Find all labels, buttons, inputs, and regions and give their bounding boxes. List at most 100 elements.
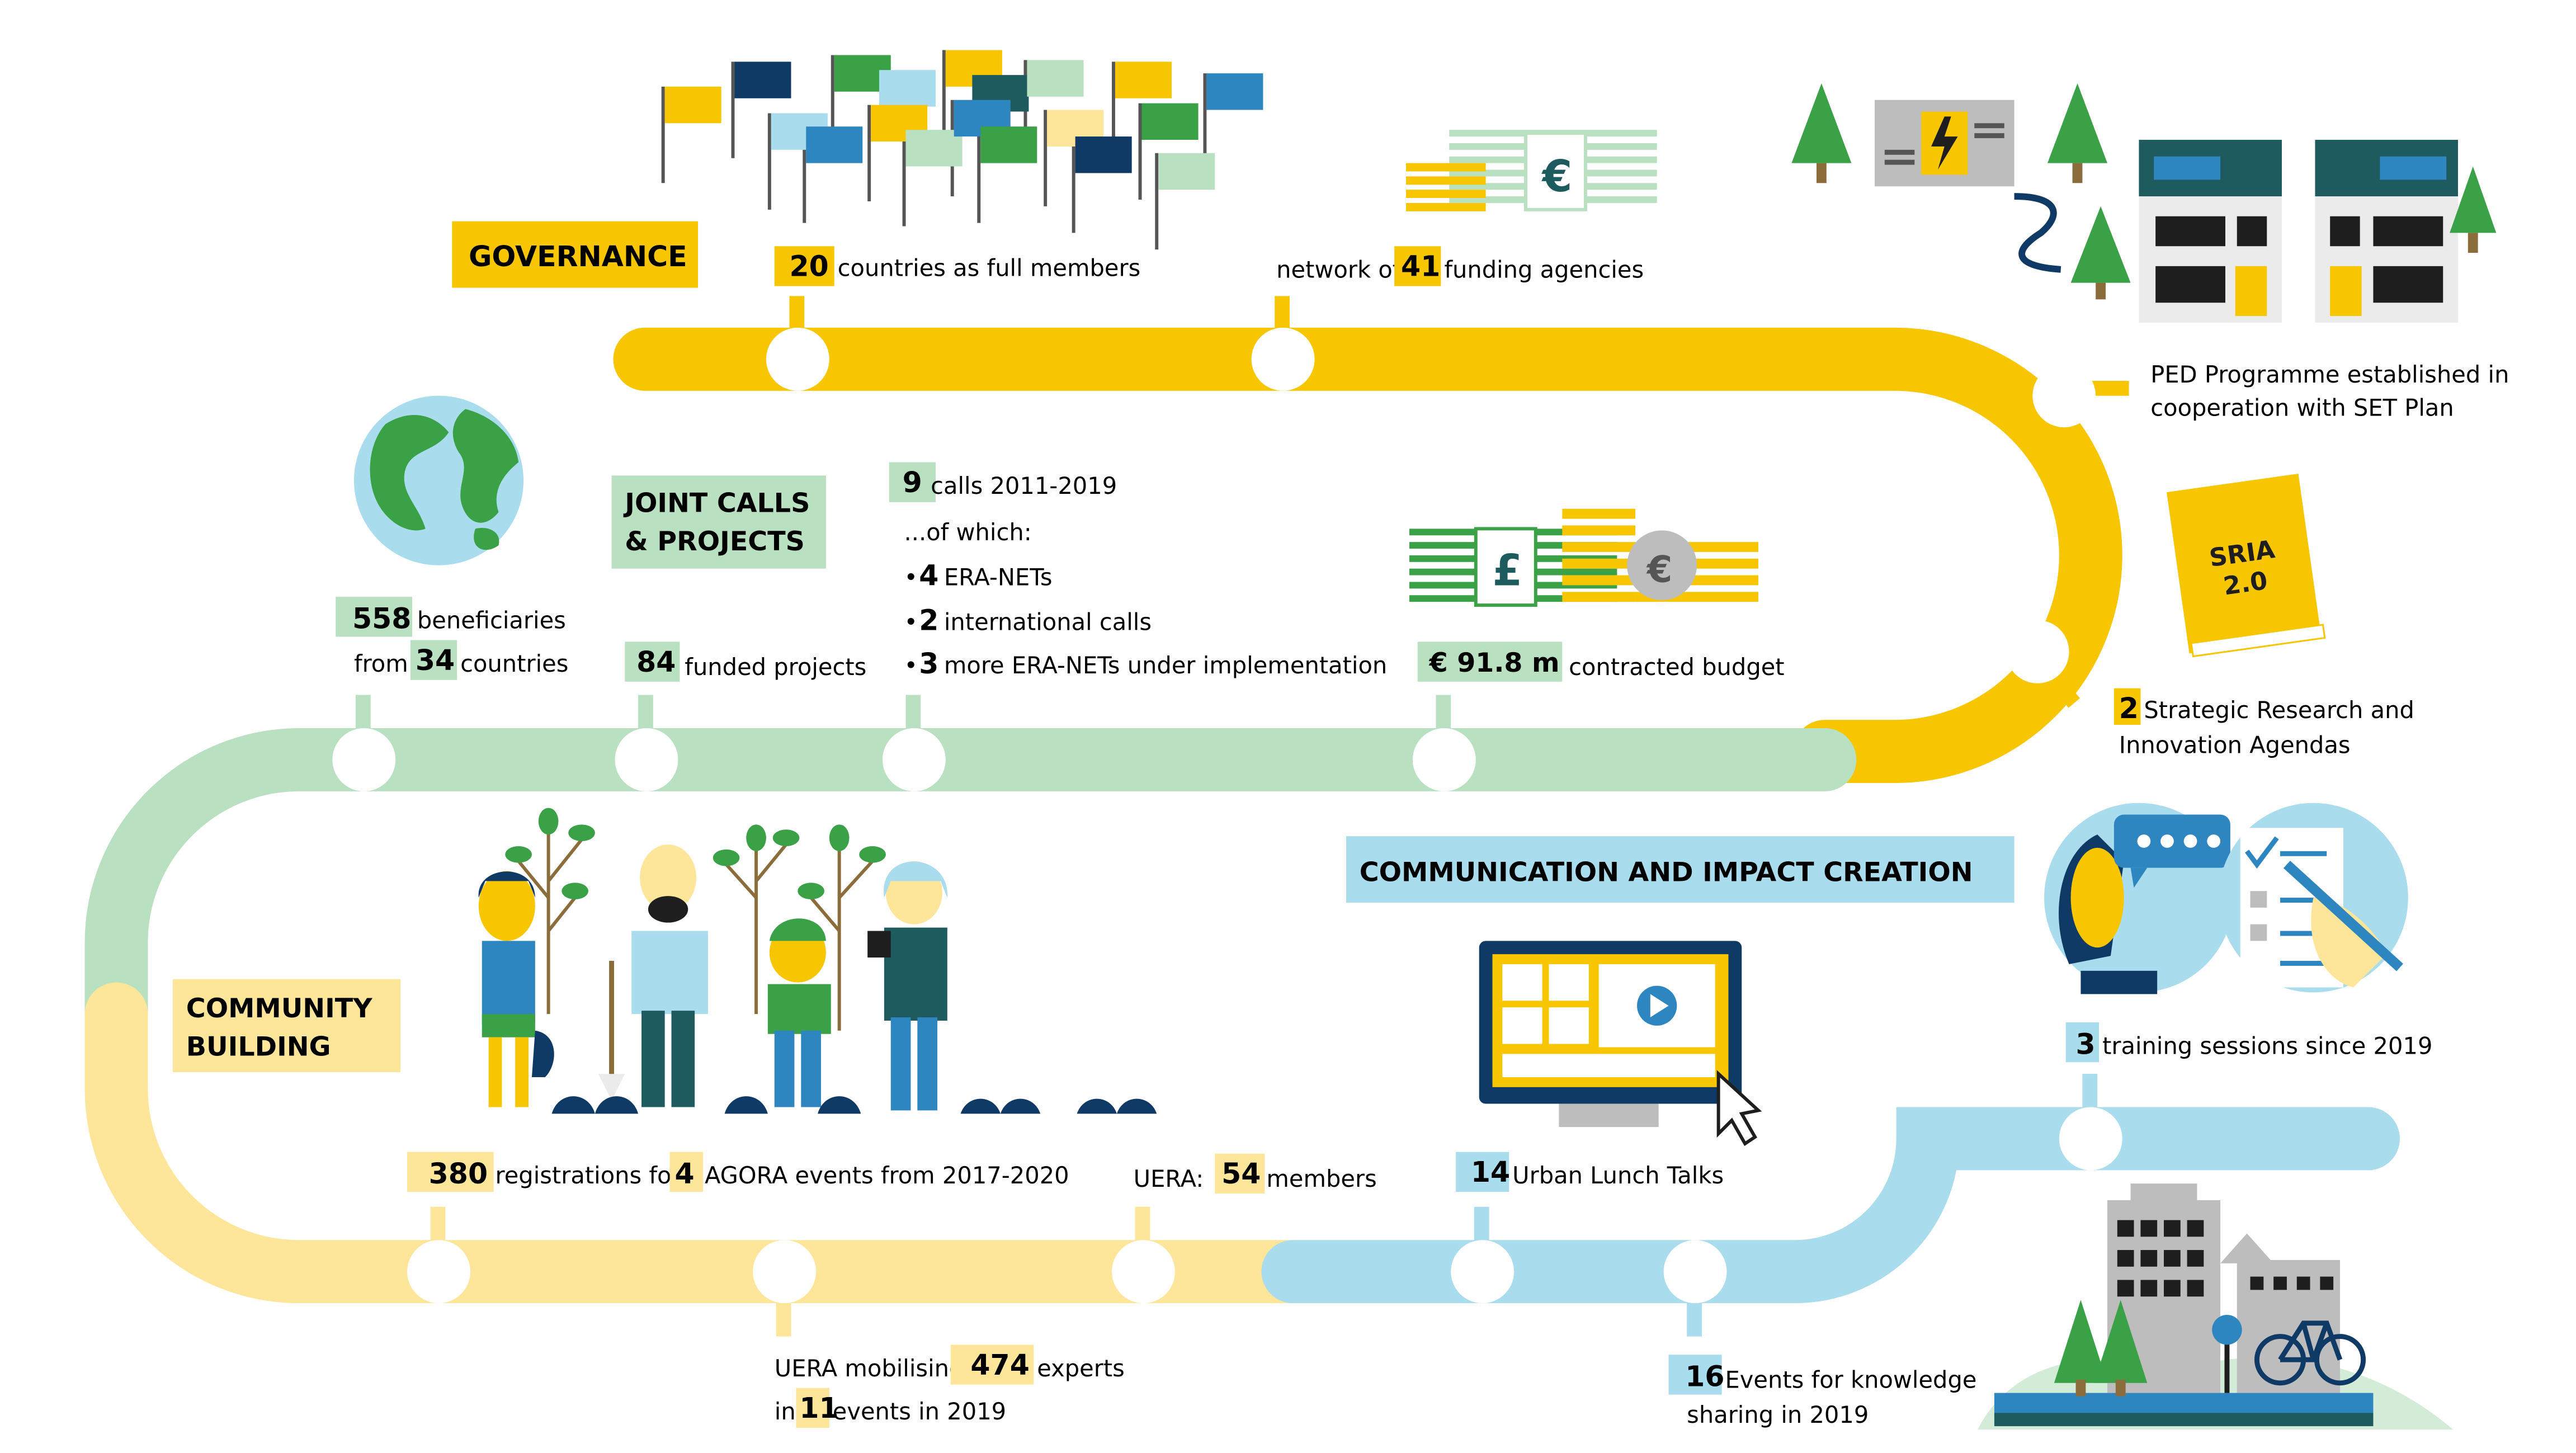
node-knowledge	[1663, 1240, 1727, 1304]
node-sria	[2006, 620, 2069, 683]
road-governance	[613, 327, 2122, 784]
section-title-community: COMMUNITY BUILDING	[173, 979, 401, 1073]
monitor-video-icon	[1479, 941, 1762, 1147]
svg-text:€: €	[1646, 548, 1672, 591]
node-uera	[1112, 1240, 1175, 1304]
svg-text:•: •	[904, 563, 918, 591]
sria-book-icon: SRIA 2.0	[2167, 474, 2326, 658]
node-stem	[638, 695, 653, 735]
node-stem	[1687, 1296, 1702, 1337]
node-stem	[776, 1296, 791, 1337]
node-training	[2059, 1107, 2122, 1171]
node-mobilising	[753, 1240, 817, 1304]
timeline-road	[84, 327, 2400, 1304]
node-budget	[1412, 728, 1476, 791]
houses-icon	[1874, 100, 2459, 323]
stat-budget-num: € 91.8 m	[1429, 648, 1560, 678]
flags-icon	[661, 50, 1263, 250]
stat-mob-events-num: 11	[799, 1391, 838, 1424]
speech-bubble-icon	[2044, 803, 2234, 994]
stat-bullet1-text: ERA-NETs	[944, 563, 1053, 591]
stat-benef-countries-num: 34	[416, 644, 455, 677]
stat-lunch-text: Urban Lunch Talks	[1512, 1162, 1724, 1189]
section-title-joint-calls: JOINT CALLS & PROJECTS	[611, 475, 826, 569]
stat-budget-text: contracted budget	[1569, 653, 1784, 681]
svg-text:2.0: 2.0	[2221, 566, 2269, 601]
solar-panel-icon	[2154, 156, 2447, 180]
stat-countries-num: 20	[790, 250, 829, 283]
stat-reg-num: 380	[429, 1157, 488, 1190]
stat-agencies-num: 41	[1401, 250, 1440, 283]
stat-know-num: 16	[1685, 1360, 1724, 1393]
svg-text:JOINT CALLS: JOINT CALLS	[623, 488, 810, 519]
node-stem	[430, 1206, 446, 1247]
stat-reg-text: registrations for	[496, 1162, 682, 1189]
svg-text:GOVERNANCE: GOVERNANCE	[469, 240, 687, 273]
pound-symbol: £	[1493, 545, 1523, 596]
stat-lunch-num: 14	[1471, 1155, 1510, 1188]
stat-countries-text: countries as full members	[838, 254, 1141, 282]
road-joint-calls	[84, 728, 1857, 1046]
stat-ped-line1: PED Programme established in	[2150, 361, 2509, 388]
node-stem	[355, 695, 371, 735]
node-stem	[905, 695, 921, 735]
stat-bullet2-num: 2	[919, 604, 938, 637]
globe-icon	[353, 395, 524, 565]
stat-sria-num: 2	[2119, 692, 2139, 725]
tree-icon	[1791, 83, 2497, 300]
node-beneficiaries	[332, 728, 396, 791]
road-communication	[1261, 1107, 2400, 1304]
stat-benef-from: from	[354, 650, 408, 677]
stat-know-line1: Events for knowledge	[1725, 1366, 1977, 1394]
stat-benef-text: beneficiaries	[417, 607, 566, 634]
node-ped	[2032, 364, 2096, 428]
stat-benef-num: 558	[352, 602, 411, 635]
timeline-nodes	[332, 296, 2129, 1337]
section-title-governance: GOVERNANCE	[452, 221, 699, 288]
stat-reg-events-text: AGORA events from 2017-2020	[705, 1162, 1069, 1189]
section-title-communication: COMMUNICATION AND IMPACT CREATION	[1346, 836, 2014, 903]
stat-uera-num: 54	[1221, 1157, 1261, 1190]
node-countries	[766, 327, 829, 391]
stat-training-text: training sessions since 2019	[2102, 1032, 2432, 1059]
stat-know-line2: sharing in 2019	[1687, 1401, 1869, 1428]
stat-projects-num: 84	[636, 645, 676, 678]
euro-symbol: €	[1541, 152, 1573, 202]
svg-text:COMMUNICATION AND IMPACT CREAT: COMMUNICATION AND IMPACT CREATION	[1360, 857, 1973, 888]
city-icon	[1978, 1183, 2454, 1430]
road-community	[84, 982, 1325, 1304]
stat-uera-text: members	[1266, 1165, 1376, 1192]
money-stack-icon: €	[1405, 130, 1657, 211]
stat-training-num: 3	[2076, 1027, 2096, 1060]
stat-projects-text: funded projects	[685, 653, 866, 681]
node-lunch	[1451, 1240, 1515, 1304]
node-calls	[882, 728, 946, 791]
stat-agencies-text: funding agencies	[1444, 256, 1644, 284]
node-stem	[1135, 1206, 1150, 1247]
stat-sria-line2: Innovation Agendas	[2119, 732, 2351, 759]
stat-reg-events-num: 4	[674, 1157, 694, 1190]
stat-of-which: ...of which:	[904, 518, 1032, 546]
stat-bullet1-num: 4	[919, 559, 938, 592]
people-planting-icon	[478, 808, 1157, 1114]
stat-mob-text: experts	[1037, 1355, 1125, 1382]
checklist-icon	[2219, 803, 2408, 993]
bicycle-icon	[2254, 1320, 2366, 1386]
stat-uera-prefix: UERA:	[1134, 1165, 1204, 1192]
svg-text:COMMUNITY: COMMUNITY	[186, 993, 372, 1024]
node-registrations	[407, 1240, 470, 1304]
stat-mob-in: in	[775, 1398, 796, 1425]
stat-bullet3-num: 3	[919, 647, 938, 680]
stat-calls-num: 9	[903, 466, 922, 499]
node-projects	[615, 728, 678, 791]
node-stem	[1474, 1206, 1489, 1247]
stat-bullet3-text: more ERA-NETs under implementation	[944, 652, 1387, 679]
svg-text:•: •	[904, 608, 918, 636]
stat-calls-text: calls 2011-2019	[931, 472, 1117, 499]
stat-sria-line1: Strategic Research and	[2144, 696, 2414, 724]
stat-bullet2-text: international calls	[944, 608, 1152, 636]
node-stem	[2082, 1074, 2098, 1114]
stat-benef-countries-text: countries	[460, 650, 568, 677]
node-agencies	[1251, 327, 1315, 391]
